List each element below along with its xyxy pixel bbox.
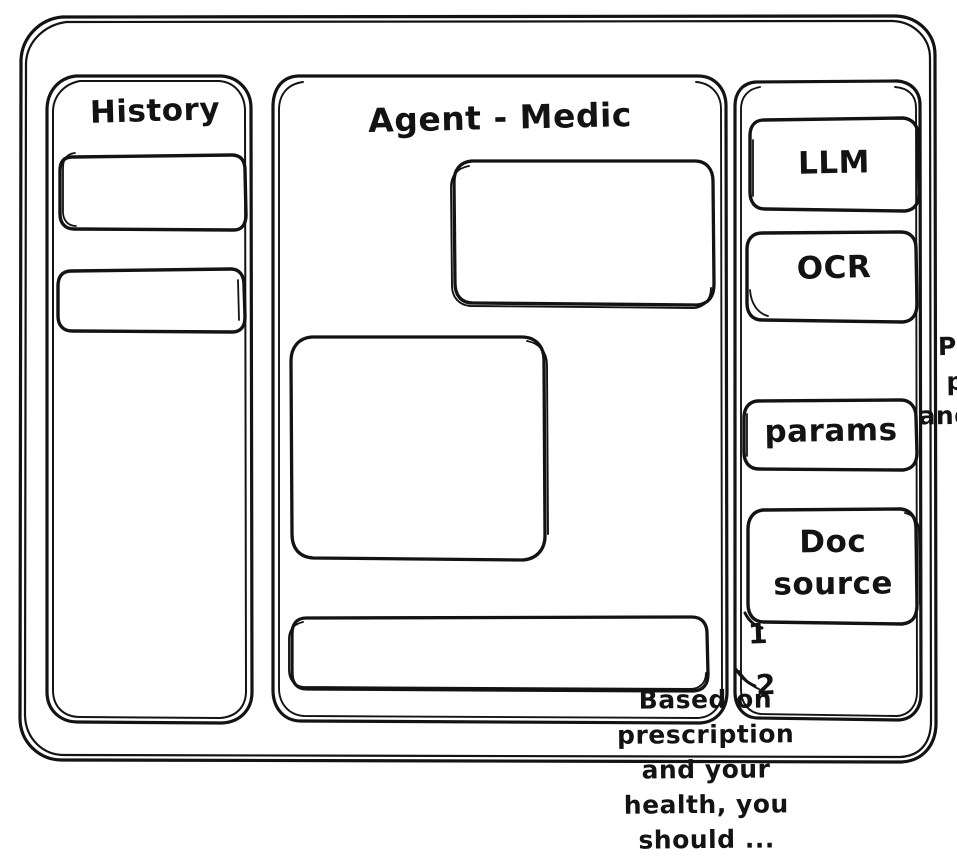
tool-button-ocr-label: OCR — [796, 249, 872, 287]
sidebar-title: History — [89, 91, 221, 131]
chat-message-agent: Based on prescription and your health, y… — [289, 335, 794, 854]
wireframe-canvas: History Agent - Medic Pls check the pres… — [18, 14, 957, 855]
doc-source-item-2[interactable]: 2 — [755, 667, 777, 702]
chat-message-user: Pls check the prescription and recommend — [451, 159, 957, 431]
doc-source-label: Doc source — [773, 523, 894, 603]
doc-source-item-1[interactable]: 1 — [747, 616, 769, 651]
history-item-1[interactable] — [58, 153, 248, 232]
tool-button-llm-label: LLM — [797, 144, 871, 182]
message-composer-value — [289, 616, 710, 638]
history-item-2[interactable] — [56, 268, 247, 334]
tool-button-params-label: params — [764, 411, 898, 451]
chat-message-agent-text: Based on prescription and your health, y… — [616, 684, 795, 855]
page-title: Agent - Medic — [367, 95, 633, 140]
message-composer-input[interactable] — [289, 616, 710, 691]
